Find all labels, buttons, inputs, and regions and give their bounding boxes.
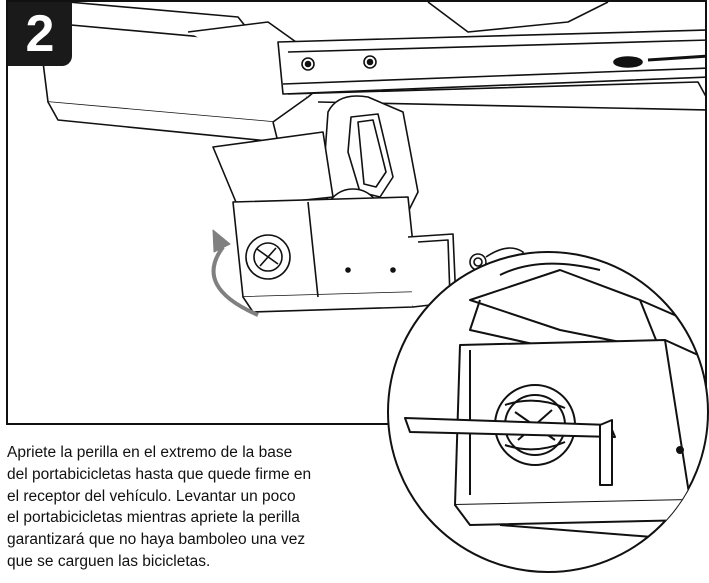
curved-arrow-icon bbox=[211, 245, 259, 317]
bike-rack-hitch-illustration bbox=[37, 2, 705, 317]
caption-line: Apriete la perilla en el extremo de la b… bbox=[7, 444, 293, 461]
caption-line: que se carguen las bicicletas. bbox=[7, 552, 211, 570]
hex-key-icon bbox=[404, 417, 616, 486]
illustration-frame: 2 bbox=[6, 0, 707, 425]
step-number: 2 bbox=[25, 5, 55, 63]
caption-line: el portabicicletas mientras apriete la p… bbox=[7, 509, 300, 527]
instruction-caption: Apriete la perilla en el extremo de la b… bbox=[7, 442, 407, 583]
step-number-badge: 2 bbox=[8, 2, 72, 66]
caption-line: del portabicicletas hasta que quede firm… bbox=[7, 465, 312, 483]
caption-line: garantizará que no haya bamboleo una vez bbox=[7, 531, 306, 549]
caption-line: el receptor del vehículo. Levantar un po… bbox=[7, 487, 296, 505]
